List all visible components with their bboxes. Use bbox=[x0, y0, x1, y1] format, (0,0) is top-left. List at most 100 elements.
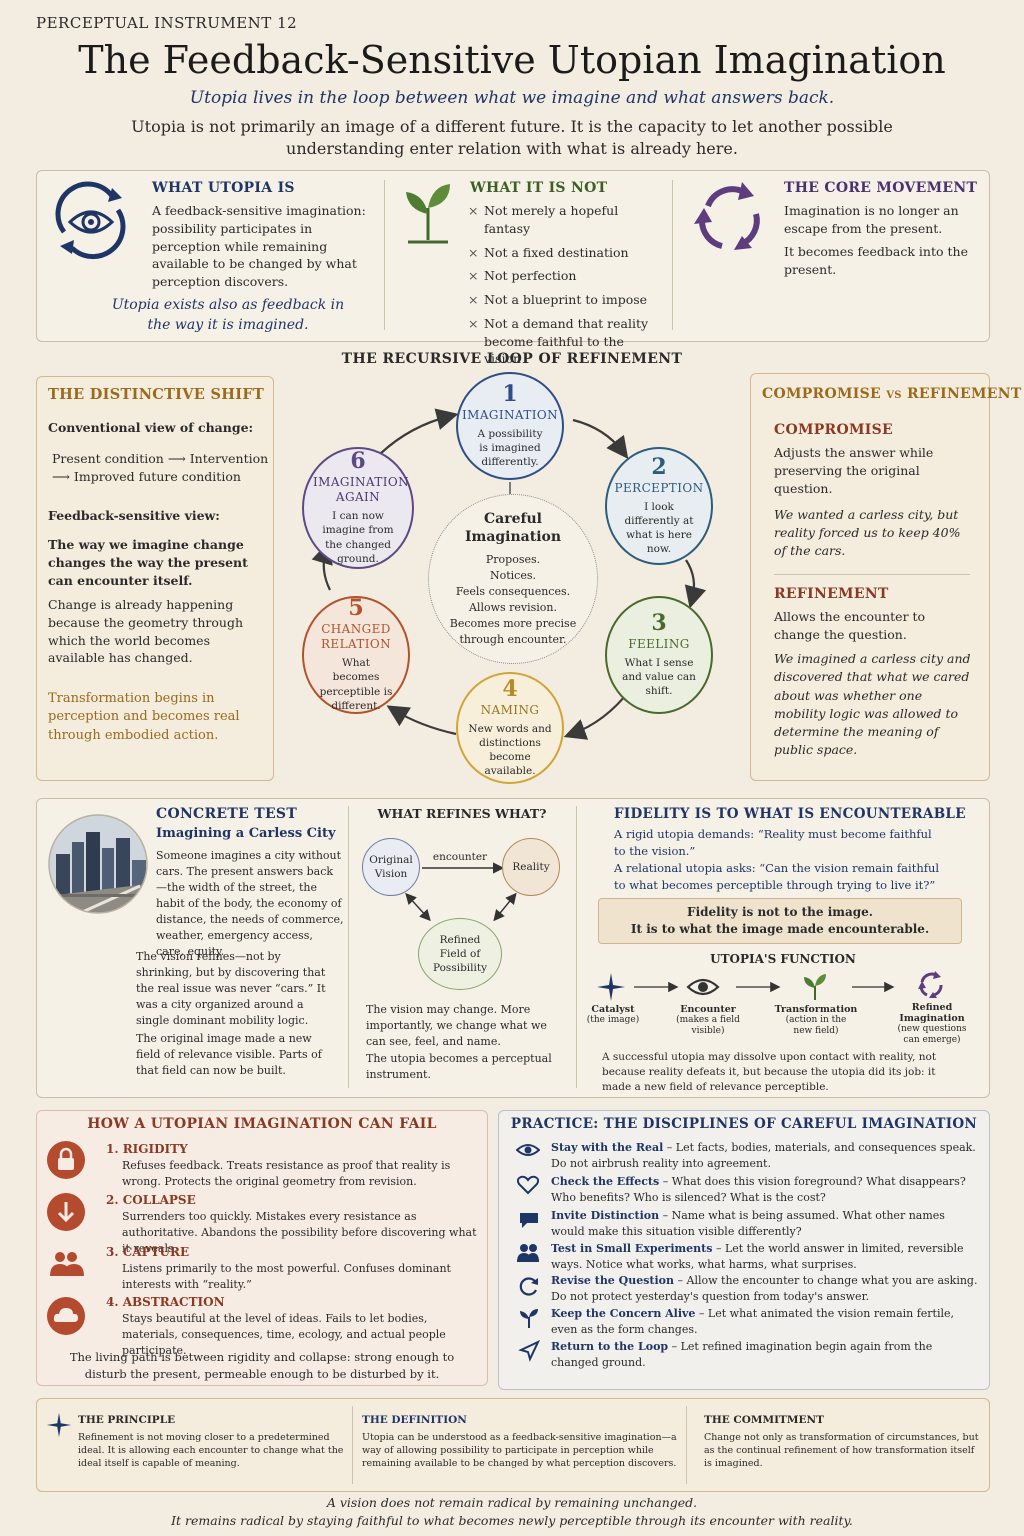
step-desc: A possibility is imagined differently. bbox=[477, 427, 543, 469]
city-illustration bbox=[48, 814, 148, 914]
what-not-item: Not a demand that reality become faithfu… bbox=[468, 315, 664, 368]
refines-p1: The vision may change. More importantly,… bbox=[366, 1003, 547, 1048]
practice-key: Revise the Question bbox=[551, 1274, 675, 1287]
practice-value: – Let facts, bodies, materials, and cons… bbox=[551, 1141, 976, 1170]
loop-step-changed-relation: 5 CHANGED RELATION What becomes percepti… bbox=[302, 596, 410, 714]
sprout-icon bbox=[520, 1309, 538, 1328]
practice-value: – Name what is being assumed. What other… bbox=[551, 1209, 945, 1238]
fail-item-body: Surrenders too quickly. Mistakes every r… bbox=[122, 1210, 477, 1255]
spark-icon bbox=[46, 1412, 72, 1438]
practice-value: – Let what animated the vision remain fe… bbox=[551, 1307, 955, 1336]
reality-label: Reality bbox=[512, 860, 550, 873]
fn-sub: (the image) bbox=[586, 1015, 640, 1025]
step-desc: I look differently at what is here now. bbox=[624, 500, 694, 556]
principle-text: Refinement is not moving closer to a pre… bbox=[78, 1432, 344, 1469]
compromise-panel bbox=[750, 373, 990, 781]
fidelity-box-line1: Fidelity is not to the image. bbox=[687, 905, 873, 919]
center-line: Notices. bbox=[490, 569, 536, 583]
practice-item: Keep the Concern Alive – Let what animat… bbox=[551, 1306, 979, 1338]
eye-cycle-icon bbox=[55, 181, 126, 260]
test-p3: The original image made a new field of r… bbox=[136, 1032, 322, 1077]
practice-item: Invite Distinction – Name what is being … bbox=[551, 1208, 979, 1240]
feed-body: Change is already happening because the … bbox=[48, 597, 244, 666]
refined-field-node: Refined Field of Possibility bbox=[418, 918, 502, 990]
fn-encounter: Encounter (makes a field visible) bbox=[672, 1004, 744, 1037]
fidelity-closing: A successful utopia may dissolve upon co… bbox=[602, 1051, 937, 1094]
fn-label: Transformation bbox=[774, 1004, 858, 1015]
center-title: Careful Imagination bbox=[464, 511, 562, 546]
refinement-quote: We imagined a carless city and discovere… bbox=[774, 651, 971, 758]
fail-item-body: Listens primarily to the most powerful. … bbox=[122, 1262, 451, 1291]
step-desc: What becomes perceptible is different. bbox=[319, 657, 393, 712]
practice-key: Stay with the Real bbox=[551, 1141, 664, 1154]
practice-key: Invite Distinction bbox=[551, 1209, 660, 1222]
fidelity-box: Fidelity is not to the image. It is to w… bbox=[598, 898, 962, 944]
center-line: Feels consequences. bbox=[455, 585, 571, 599]
refines-title: WHAT REFINES WHAT? bbox=[377, 806, 547, 821]
commitment-text: Change not only as transformation of cir… bbox=[704, 1432, 979, 1469]
cycle-arrows-icon bbox=[694, 182, 760, 250]
test-subtitle: Imagining a Carless City bbox=[156, 826, 336, 841]
practice-key: Return to the Loop bbox=[551, 1340, 669, 1353]
fn-sub: (makes a field visible) bbox=[676, 1015, 740, 1036]
arrow-icon: ⟶ bbox=[167, 451, 190, 466]
what-utopia-is-body: A feedback-sensitive imagination: possib… bbox=[152, 203, 366, 289]
test-p1: Someone imagines a city without cars. Th… bbox=[156, 849, 344, 958]
speech-bubble-icon bbox=[520, 1213, 538, 1228]
compromise-body: Adjusts the answer while preserving the … bbox=[774, 445, 934, 496]
practice-panel bbox=[498, 1110, 990, 1390]
fn-label: Refined Imagination bbox=[899, 1002, 965, 1024]
core-movement-title: THE CORE MOVEMENT bbox=[784, 180, 978, 196]
conv-label: Conventional view of change: bbox=[48, 420, 254, 435]
kicker: PERCEPTUAL INSTRUMENT 12 bbox=[36, 14, 298, 32]
practice-item: Check the Effects – What does this visio… bbox=[551, 1174, 979, 1206]
center-line: Proposes. bbox=[485, 553, 541, 567]
step-label: FEELING bbox=[628, 636, 690, 651]
closing-quote-2: It remains radical by staying faithful t… bbox=[171, 1513, 853, 1528]
fail-panel bbox=[36, 1110, 488, 1386]
step-desc: I can now imagine from the changed groun… bbox=[322, 510, 394, 565]
step-number: 5 bbox=[348, 595, 364, 622]
heart-icon bbox=[517, 1175, 539, 1195]
practice-key: Keep the Concern Alive bbox=[551, 1307, 696, 1320]
eye-icon bbox=[686, 978, 720, 996]
step-label: NAMING bbox=[480, 702, 540, 717]
fail-title: HOW A UTOPIAN IMAGINATION CAN FAIL bbox=[87, 1116, 437, 1132]
fn-sub: (action in the new field) bbox=[785, 1015, 847, 1036]
original-vision-label: Original Vision bbox=[369, 853, 413, 880]
practice-item: Return to the Loop – Let refined imagina… bbox=[551, 1339, 979, 1371]
step-label: IMAGINATION AGAIN bbox=[313, 475, 410, 505]
fn-sub: (new questions can emerge) bbox=[897, 1024, 967, 1045]
what-not-list: Not merely a hopeful fantasy Not a fixed… bbox=[468, 202, 664, 374]
loop-step-feeling: 3 FEELING What I sense and value can shi… bbox=[605, 596, 713, 714]
practice-key: Check the Effects bbox=[551, 1175, 660, 1188]
compromise-quote: We wanted a carless city, but reality fo… bbox=[774, 507, 961, 558]
people-icon bbox=[517, 1244, 539, 1262]
fn-refined-imagination: Refined Imagination (new questions can e… bbox=[894, 1002, 970, 1046]
practice-value: – What does this vision foreground? What… bbox=[551, 1175, 966, 1204]
original-vision-node: Original Vision bbox=[362, 838, 420, 896]
core-movement-p2: It becomes feedback into the present. bbox=[784, 244, 968, 277]
fn-label: Encounter bbox=[680, 1004, 736, 1015]
step-label: PERCEPTION bbox=[614, 480, 704, 495]
fail-item-title: 2. COLLAPSE bbox=[106, 1193, 196, 1207]
feed-label: Feedback-sensitive view: bbox=[48, 508, 220, 523]
feed-bold: The way we imagine change changes the wa… bbox=[48, 537, 248, 588]
people-icon bbox=[50, 1252, 84, 1276]
function-title: UTOPIA'S FUNCTION bbox=[710, 952, 856, 966]
what-not-item: Not perfection bbox=[468, 267, 664, 285]
spark-icon bbox=[597, 973, 625, 1001]
cycle-small-icon bbox=[918, 971, 943, 998]
practice-item: Stay with the Real – Let facts, bodies, … bbox=[551, 1140, 979, 1172]
encounter-label: encounter bbox=[432, 851, 488, 863]
fail-item-body: Stays beautiful at the level of ideas. F… bbox=[122, 1312, 446, 1357]
loop-step-perception: 2 PERCEPTION I look differently at what … bbox=[605, 447, 713, 565]
shift-title: THE DISTINCTIVE SHIFT bbox=[48, 386, 265, 403]
fail-item-title: 4. ABSTRACTION bbox=[106, 1295, 225, 1309]
loop-step-imagination-again: 6 IMAGINATION AGAIN I can now imagine fr… bbox=[302, 447, 414, 569]
loop-step-naming: 4 NAMING New words and distinctions beco… bbox=[456, 672, 564, 784]
refinement-body: Allows the encounter to change the quest… bbox=[774, 609, 926, 642]
what-not-item: Not merely a hopeful fantasy bbox=[468, 202, 664, 238]
fidelity-box-line2: It is to what the image made encounterab… bbox=[630, 922, 930, 937]
refinement-title: REFINEMENT bbox=[774, 586, 889, 602]
